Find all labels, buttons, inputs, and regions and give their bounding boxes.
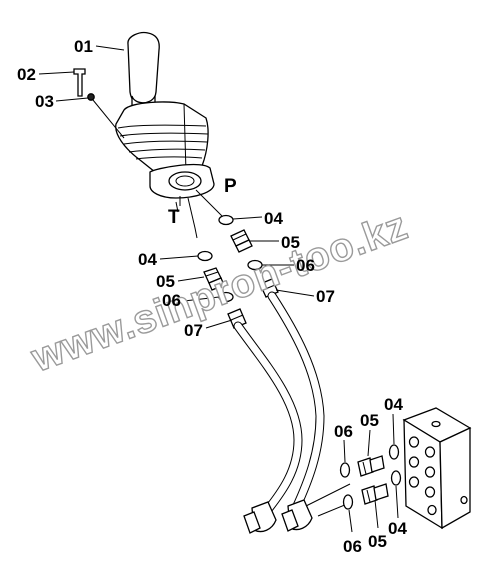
o-ring-upper-left (197, 250, 213, 262)
callout-06-upper-right: 06 (296, 256, 315, 275)
port-label-p: P (224, 176, 237, 197)
callout-02: 02 (17, 65, 36, 84)
adapter-lower-lower (361, 483, 389, 505)
valve-block (402, 407, 472, 530)
o-ring-lower-06-lower (342, 494, 354, 510)
callout-07-right: 07 (316, 287, 335, 306)
watermark: www.sinpron-too.kz (25, 203, 414, 380)
adapter-upper-left (203, 267, 225, 291)
o-ring-upper-right (218, 214, 234, 226)
callout-03: 03 (35, 92, 54, 111)
callout-05-left: 05 (156, 272, 175, 291)
callout-labels: 01 02 03 04 05 04 06 05 07 06 07 06 05 0… (17, 37, 407, 556)
ball-03 (87, 93, 95, 101)
callout-04-lower-lower: 04 (388, 519, 407, 538)
callout-01: 01 (74, 37, 93, 56)
hose-right (267, 291, 325, 532)
joystick-assembly (115, 31, 223, 239)
port-label-t: T (168, 207, 180, 228)
callout-06-lower-upper: 06 (334, 422, 353, 441)
callout-06-left: 06 (162, 291, 181, 310)
adapter-upper-right (230, 229, 253, 253)
callout-05-lower-lower: 05 (368, 532, 387, 551)
callout-05-upper-right: 05 (281, 233, 300, 252)
callout-04-left: 04 (138, 250, 157, 269)
o-ring-lower-06-upper (339, 462, 351, 478)
o-ring-lower-04-upper (388, 444, 400, 460)
joystick-knob (127, 31, 160, 105)
leader-lines (38, 45, 399, 533)
callout-04-upper-right: 04 (264, 209, 283, 228)
hose-left (233, 321, 303, 534)
pin-02 (73, 68, 86, 97)
callout-05-lower-upper: 05 (360, 411, 379, 430)
o-ring-lower-04-lower (390, 470, 402, 486)
callout-06-lower-lower: 06 (343, 537, 362, 556)
adapter-lower-upper (357, 455, 385, 477)
callout-07-left: 07 (184, 321, 203, 340)
callout-04-lower-upper: 04 (384, 395, 403, 414)
